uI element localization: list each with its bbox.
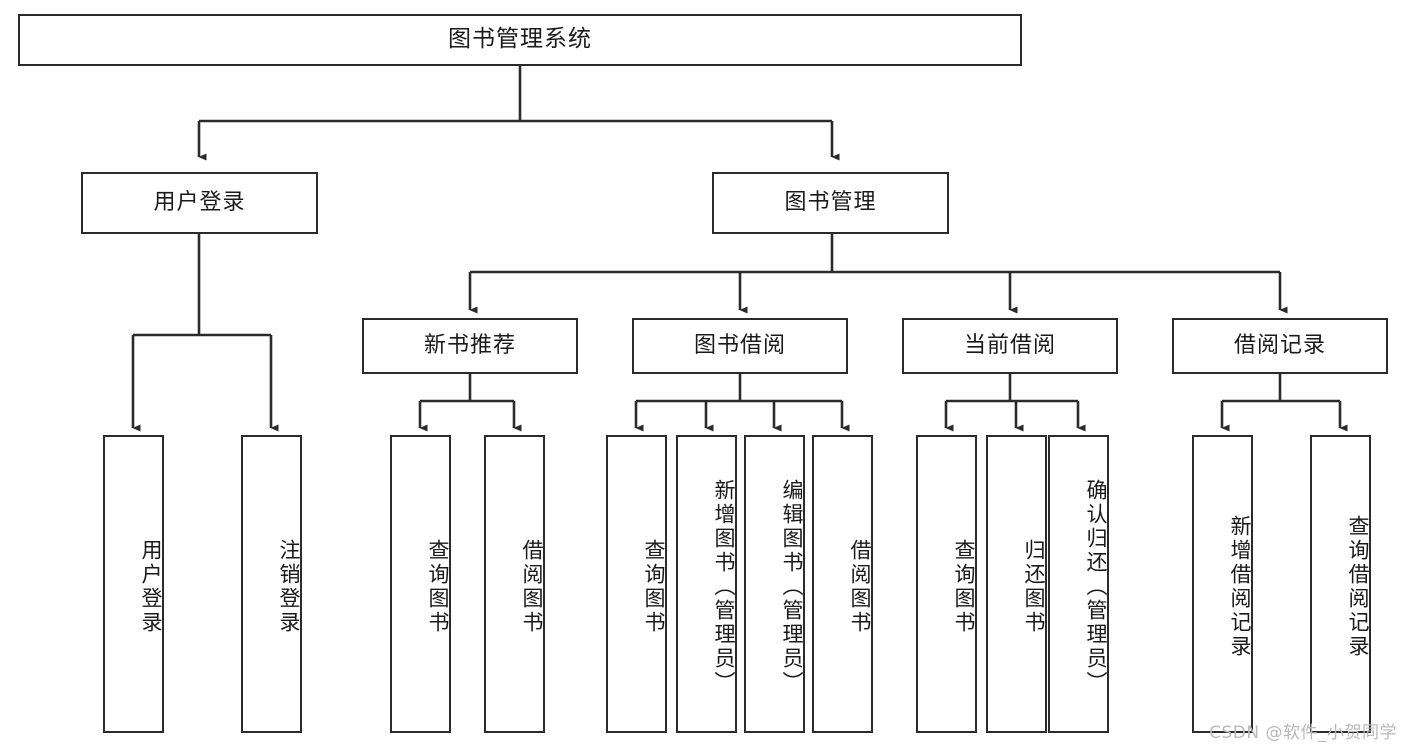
node-user-login-label: 用户登录 bbox=[153, 189, 246, 215]
node-leaf-confirm-return-label: 确认归还（管理员） bbox=[1084, 479, 1108, 695]
node-borrow-record[interactable]: 借阅记录 bbox=[1172, 318, 1388, 374]
node-leaf-query-book-1[interactable]: 查询图书 bbox=[390, 435, 451, 733]
node-leaf-query-book-2-label: 查询图书 bbox=[642, 539, 666, 635]
node-leaf-add-book[interactable]: 新增图书（管理员） bbox=[676, 435, 737, 733]
node-leaf-logout[interactable]: 注销登录 bbox=[241, 435, 302, 733]
node-leaf-query-record-label: 查询借阅记录 bbox=[1346, 515, 1370, 659]
node-user-login[interactable]: 用户登录 bbox=[81, 172, 318, 234]
node-borrow-record-label: 借阅记录 bbox=[1233, 332, 1326, 358]
node-book-borrow[interactable]: 图书借阅 bbox=[632, 318, 848, 374]
node-leaf-user-login-label: 用户登录 bbox=[139, 539, 163, 635]
node-leaf-query-record[interactable]: 查询借阅记录 bbox=[1310, 435, 1371, 733]
node-leaf-edit-book[interactable]: 编辑图书（管理员） bbox=[744, 435, 805, 733]
node-root[interactable]: 图书管理系统 bbox=[18, 14, 1022, 66]
node-leaf-borrow-book-1-label: 借阅图书 bbox=[520, 539, 544, 635]
node-current-borrow[interactable]: 当前借阅 bbox=[902, 318, 1118, 374]
node-leaf-borrow-book-2-label: 借阅图书 bbox=[848, 539, 872, 635]
node-new-book-recommend-label: 新书推荐 bbox=[423, 332, 516, 358]
node-leaf-add-record-label: 新增借阅记录 bbox=[1228, 515, 1252, 659]
node-leaf-borrow-book-1[interactable]: 借阅图书 bbox=[484, 435, 545, 733]
node-leaf-query-book-3[interactable]: 查询图书 bbox=[916, 435, 977, 733]
node-leaf-add-book-label: 新增图书（管理员） bbox=[712, 479, 736, 695]
node-leaf-return-book-label: 归还图书 bbox=[1022, 539, 1046, 635]
node-leaf-confirm-return[interactable]: 确认归还（管理员） bbox=[1048, 435, 1109, 733]
node-new-book-recommend[interactable]: 新书推荐 bbox=[362, 318, 578, 374]
node-leaf-user-login[interactable]: 用户登录 bbox=[103, 435, 164, 733]
node-book-manage[interactable]: 图书管理 bbox=[712, 172, 949, 234]
node-leaf-return-book[interactable]: 归还图书 bbox=[986, 435, 1047, 733]
node-leaf-add-record[interactable]: 新增借阅记录 bbox=[1192, 435, 1253, 733]
node-leaf-edit-book-label: 编辑图书（管理员） bbox=[780, 479, 804, 695]
node-leaf-query-book-3-label: 查询图书 bbox=[952, 539, 976, 635]
node-book-borrow-label: 图书借阅 bbox=[693, 332, 786, 358]
node-leaf-query-book-1-label: 查询图书 bbox=[426, 539, 450, 635]
node-leaf-query-book-2[interactable]: 查询图书 bbox=[606, 435, 667, 733]
node-leaf-logout-label: 注销登录 bbox=[277, 539, 301, 635]
csdn-watermark: CSDN @软件_小贺同学 bbox=[1209, 723, 1397, 743]
node-book-manage-label: 图书管理 bbox=[784, 189, 877, 215]
node-root-label: 图书管理系统 bbox=[448, 26, 592, 53]
node-leaf-borrow-book-2[interactable]: 借阅图书 bbox=[812, 435, 873, 733]
node-current-borrow-label: 当前借阅 bbox=[963, 332, 1056, 358]
